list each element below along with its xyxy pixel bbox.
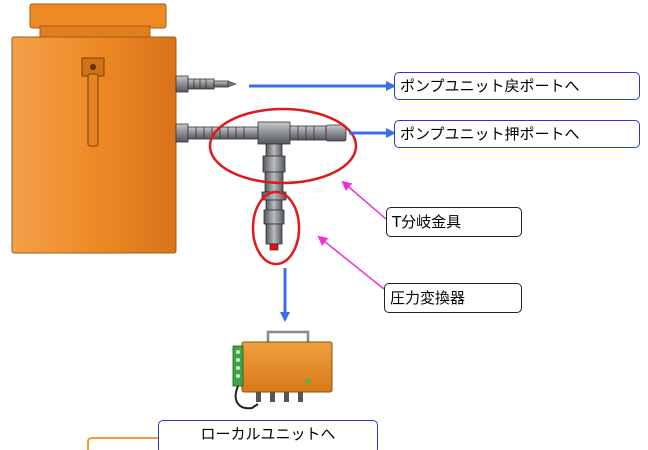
- local-unit-device: [232, 330, 333, 410]
- push-port-label-text: ポンプユニット押ポートへ: [400, 124, 580, 143]
- tee-fitting-label-text: T分岐金具: [392, 212, 462, 231]
- local-unit-handle: [266, 330, 310, 342]
- transducer-highlight-circle: [251, 190, 301, 266]
- push-port-label: ポンプユニット押ポートへ: [394, 120, 640, 148]
- transducer-connector: [269, 243, 279, 251]
- cylinder-top-plate: [29, 3, 167, 29]
- pressure-transducer-label-text: 圧力変換器: [390, 288, 466, 307]
- cylinder-collar: [39, 25, 151, 39]
- return-port-label: ポンプユニット戻ポートへ: [394, 72, 640, 100]
- return-port-label-text: ポンプユニット戻ポートへ: [400, 76, 580, 95]
- hydraulic-cylinder: [11, 3, 177, 254]
- transducer-callout-arrow: [317, 235, 385, 290]
- pressure-transducer-label: 圧力変換器: [384, 283, 522, 313]
- status-led: [305, 378, 311, 384]
- tee-highlight-circle: [208, 107, 358, 185]
- tee-callout-arrow: [341, 180, 387, 220]
- local-unit-label-text: ローカルユニットへ: [200, 424, 336, 443]
- tee-body: [257, 121, 291, 145]
- handle-pivot: [90, 64, 96, 70]
- return-port-fitting: [175, 75, 237, 93]
- local-unit-cable: [234, 385, 259, 410]
- local-unit-label: ローカルユニットへ: [158, 420, 378, 450]
- push-port-line: [175, 121, 347, 145]
- tee-fitting-label: T分岐金具: [386, 207, 522, 237]
- transducer-body: [263, 209, 285, 225]
- local-unit-case: [241, 341, 333, 393]
- handle-bar: [87, 73, 99, 147]
- transducer-stack: [261, 143, 287, 251]
